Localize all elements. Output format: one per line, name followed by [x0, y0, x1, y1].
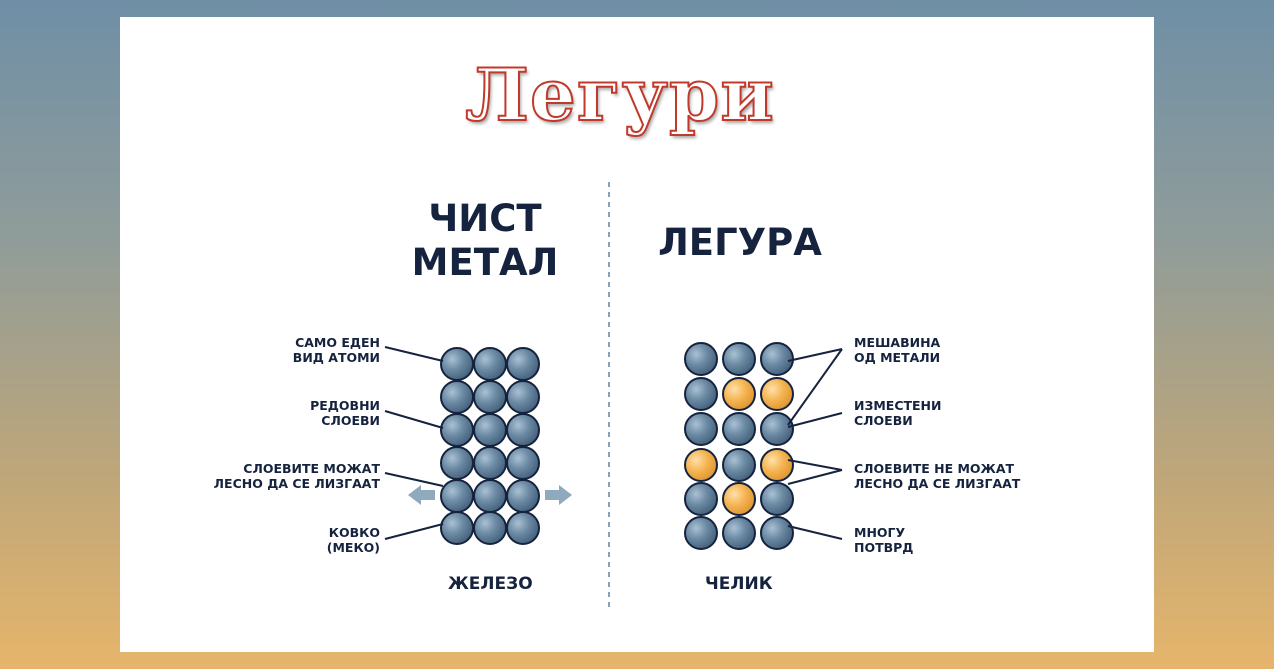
alloy-atom-iron: [684, 516, 718, 550]
label-metal-mix: МЕШАВИНА ОД МЕТАЛИ: [854, 335, 941, 365]
leader-line-mix-1: [787, 348, 843, 362]
alloy-atom-iron: [722, 412, 756, 446]
atom-diagram: [384, 182, 843, 612]
iron-atom: [473, 413, 507, 447]
label-much-harder: МНОГУ ПОТВРД: [854, 525, 914, 555]
label-one-atom-type: САМО ЕДЕН ВИД АТОМИ: [292, 335, 380, 365]
leader-line-nosl-1: [787, 459, 843, 471]
iron-atom: [440, 479, 474, 513]
alloy-heading: ЛЕГУРА: [658, 221, 822, 264]
pure-metal-heading: ЧИСТ МЕТАЛ: [390, 197, 580, 285]
iron-atom: [506, 446, 540, 480]
label-layers-cannot-slide: СЛОЕВИТЕ НЕ МОЖАТ ЛЕСНО ДА СЕ ЛИЗГААТ: [854, 461, 1021, 491]
caption-iron: ЖЕЛЕЗО: [448, 574, 533, 594]
alloy-atom-iron: [760, 342, 794, 376]
leader-lines: [384, 346, 843, 540]
alloy-atom-grid: [684, 342, 794, 550]
iron-atom: [473, 380, 507, 414]
leader-line-displaced: [787, 412, 843, 428]
caption-steel: ЧЕЛИК: [705, 574, 773, 594]
alloy-atom-iron: [760, 516, 794, 550]
pure-metal-heading-line1: ЧИСТ: [428, 197, 542, 240]
alloy-atom-iron: [722, 448, 756, 482]
arrow-left-icon: [408, 485, 435, 505]
iron-atom: [473, 347, 507, 381]
alloy-atom-iron: [684, 412, 718, 446]
leader-line-nosl-2: [787, 469, 843, 485]
alloy-atom-gold: [722, 482, 756, 516]
alloy-atom-gold: [760, 448, 794, 482]
iron-atom: [440, 446, 474, 480]
slide-title: Легури: [464, 51, 775, 138]
iron-atom: [506, 380, 540, 414]
alloy-atom-iron: [684, 377, 718, 411]
alloy-atom-iron: [760, 482, 794, 516]
iron-atom: [440, 511, 474, 545]
iron-atom: [440, 380, 474, 414]
leader-line-mix-2: [787, 348, 843, 426]
iron-atom-grid: [440, 347, 540, 545]
leader-line-slide: [384, 472, 444, 487]
alloy-atom-gold: [722, 377, 756, 411]
alloy-atom-gold: [760, 377, 794, 411]
iron-atom: [506, 511, 540, 545]
label-displaced-layers: ИЗМЕСТЕНИ СЛОЕВИ: [854, 398, 942, 428]
label-malleable: КОВКО (МЕКО): [326, 525, 380, 555]
alloy-atom-gold: [684, 448, 718, 482]
leader-line-one-atom: [384, 346, 444, 362]
iron-atom: [506, 347, 540, 381]
slide: Легури ЧИСТ МЕТАЛ ЛЕГУРА: [120, 17, 1154, 652]
leader-line-harder: [787, 525, 843, 540]
alloy-atom-iron: [760, 412, 794, 446]
leader-line-malleable: [384, 523, 444, 540]
iron-atom: [506, 479, 540, 513]
label-layers-slide: СЛОЕВИТЕ МОЖАТ ЛЕСНО ДА СЕ ЛИЗГААТ: [213, 461, 380, 491]
iron-atom: [440, 347, 474, 381]
iron-atom: [506, 413, 540, 447]
iron-atom: [440, 413, 474, 447]
alloy-atom-iron: [722, 516, 756, 550]
alloy-atom-iron: [684, 482, 718, 516]
alloy-atom-iron: [684, 342, 718, 376]
iron-atom: [473, 446, 507, 480]
label-ordered-layers: РЕДОВНИ СЛОЕВИ: [310, 398, 380, 428]
leader-line-ordered: [384, 410, 444, 429]
arrow-right-icon: [545, 485, 572, 505]
iron-atom: [473, 479, 507, 513]
alloy-atom-iron: [722, 342, 756, 376]
pure-metal-heading-line2: МЕТАЛ: [411, 241, 559, 284]
iron-atom: [473, 511, 507, 545]
